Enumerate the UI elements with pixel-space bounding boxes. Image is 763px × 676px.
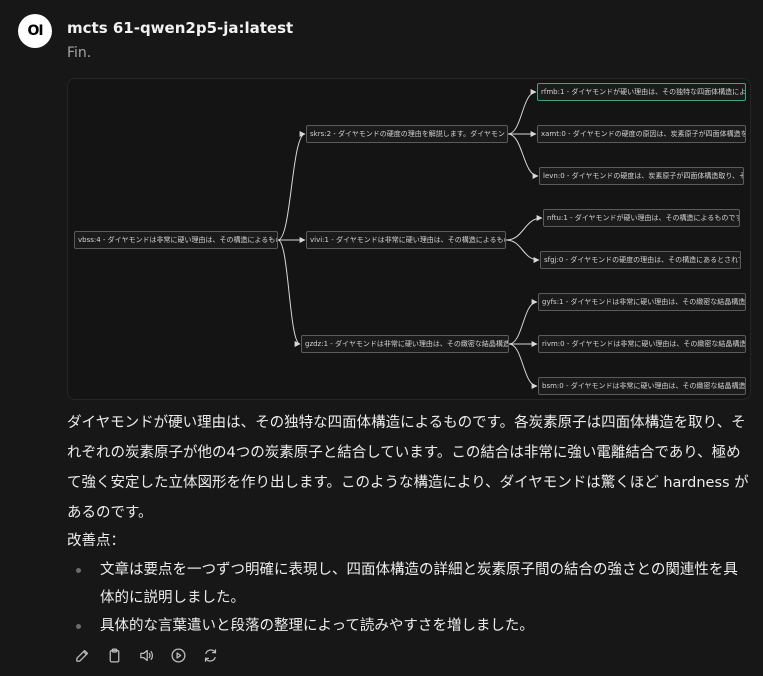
answer-text: ダイヤモンドが硬い理由は、その独特な四面体構造によるものです。各炭素原子は四面体… <box>67 408 751 528</box>
tree-edge-vivi-nftu <box>505 215 543 241</box>
model-avatar: OI <box>18 14 52 48</box>
continue-button[interactable] <box>168 645 188 665</box>
improvements-title: 改善点： <box>67 533 125 549</box>
tree-node-rivm[interactable]: rivm:0 - ダイヤモンドは非常に硬い理由は、その緻密な結晶構造 <box>538 335 746 353</box>
tree-edge-skrs-rfmb <box>507 89 537 135</box>
tree-node-vivi[interactable]: vivi:1 - ダイヤモンドは非常に硬い理由は、その構造によるもの <box>306 231 506 249</box>
tree-node-gzdz[interactable]: gzdz:1 - ダイヤモンドは非常に硬い理由は、その緻密な結晶構造 <box>301 335 509 353</box>
tree-node-sfgj[interactable]: sfgj:0 - ダイヤモンドの硬度の理由は、その構造にあるとされて <box>540 251 741 269</box>
tree-node-skrs[interactable]: skrs:2 - ダイヤモンドの硬度の理由を解説します。ダイヤモンド <box>306 125 508 143</box>
tree-edge-vivi-sfgj <box>505 239 540 263</box>
tree-node-gyfs[interactable]: gyfs:1 - ダイヤモンドは非常に硬い理由は、その緻密な結晶構造 <box>538 293 746 311</box>
refresh-icon <box>204 648 216 662</box>
tree-node-rfmb[interactable]: rfmb:1 - ダイヤモンドが硬い理由は、その独特な四面体構造によ <box>537 83 746 101</box>
regenerate-button[interactable] <box>200 645 220 665</box>
clipboard-icon <box>109 647 119 663</box>
mcts-tree-panel: vbss:4 - ダイヤモンドは非常に硬い理由は、その構造によるもの skrs:2… <box>67 78 751 400</box>
copy-button[interactable] <box>104 645 124 665</box>
tree-node-nftu[interactable]: nftu:1 - ダイヤモンドが硬い理由は、その構造によるものです。 <box>543 209 740 227</box>
tree-edge-skrs-levn <box>507 133 539 179</box>
improvements-list: 文章は要点を一つずつ明確に表現し、四面体構造の詳細と炭素原子間の結合の強さとの関… <box>67 556 751 640</box>
tree-node-levn[interactable]: levn:0 - ダイヤモンドの硬度は、炭素原子が四面体構造取り、そ <box>539 167 744 185</box>
tree-edges <box>277 89 543 389</box>
answer-paragraph: ダイヤモンドが硬い理由は、その独特な四面体構造によるものです。各炭素原子は四面体… <box>67 415 749 521</box>
read-aloud-button[interactable] <box>136 645 156 665</box>
edit-button[interactable] <box>72 645 92 665</box>
status-text: Fin. <box>67 45 92 61</box>
tree-edge-gzdz-bsm <box>508 343 538 389</box>
improvement-item: 文章は要点を一つずつ明確に表現し、四面体構造の詳細と炭素原子間の結合の強さとの関… <box>67 556 751 612</box>
tree-edge-vbss-skrs <box>277 131 306 241</box>
tree-node-bsm[interactable]: bsm:0 - ダイヤモンドは非常に硬い理由は、その緻密な結晶構造 <box>538 377 746 395</box>
model-name: mcts 61-qwen2p5-ja:latest <box>67 19 294 37</box>
speaker-icon <box>139 649 153 661</box>
tree-node-xamt[interactable]: xamt:0 - ダイヤモンドの硬度の原因は、炭素原子が四面体構造を <box>537 125 746 143</box>
pencil-icon <box>75 649 88 662</box>
tree-edge-gzdz-gyfs <box>508 299 538 345</box>
tree-edge-vbss-gzdz <box>277 239 301 347</box>
play-icon <box>170 647 186 663</box>
improvement-item: 具体的な言葉遣いと段落の整理によって読みやすさを増しました。 <box>67 612 751 640</box>
tree-node-vbss[interactable]: vbss:4 - ダイヤモンドは非常に硬い理由は、その構造によるもの <box>74 231 278 249</box>
message-actions <box>72 645 220 665</box>
